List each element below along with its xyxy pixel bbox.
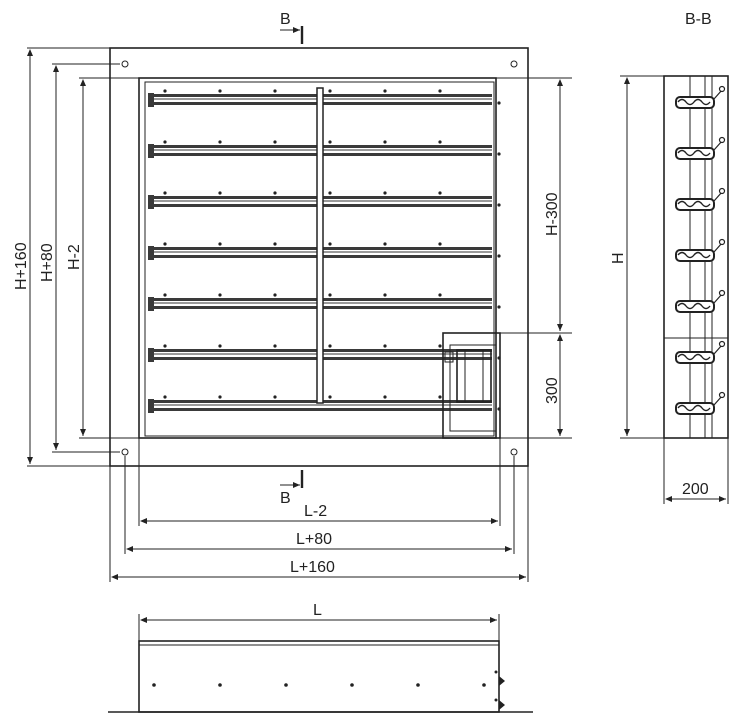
- dim-h300: H-300: [496, 77, 572, 331]
- dim-l2: L-2: [138, 438, 501, 526]
- section-blade-profiles: [675, 85, 726, 415]
- blade-profile: [675, 85, 726, 109]
- dim-l160: L+160: [109, 466, 529, 582]
- blade-profile: [675, 238, 726, 262]
- blade: [148, 344, 501, 362]
- dim-h80-label: H+80: [39, 243, 56, 282]
- outer-flange: [109, 47, 529, 467]
- blade-profile: [675, 187, 726, 211]
- section-view: B-B H 200: [610, 11, 729, 504]
- blade: [148, 293, 501, 311]
- dim-l2-label: L-2: [304, 503, 327, 520]
- bottom-rivets: [152, 670, 498, 702]
- dim-l80-label: L+80: [296, 531, 332, 548]
- dim-l160-label: L+160: [290, 559, 335, 576]
- bottom-housing: [138, 640, 500, 713]
- dim-l-label: L: [313, 602, 322, 619]
- linkage-rod: [316, 87, 324, 404]
- dim-l: L: [138, 602, 500, 641]
- blade: [148, 395, 501, 413]
- dim-300-label: 300: [544, 377, 561, 404]
- dim-h160: H+160: [13, 47, 110, 467]
- dim-h2-label: H-2: [66, 244, 83, 270]
- section-top-label: B: [280, 11, 291, 28]
- blade: [148, 89, 501, 107]
- blade-profile: [675, 289, 726, 313]
- section-view-title: B-B: [685, 11, 712, 28]
- dim-h80: H+80: [39, 63, 120, 453]
- blade-profile: [675, 340, 726, 364]
- dim-h2: H-2: [66, 77, 139, 439]
- dim-h300-label: H-300: [544, 192, 561, 236]
- blade-profile: [675, 391, 726, 415]
- blade: [148, 242, 501, 260]
- dim-300: 300: [500, 332, 572, 439]
- section-housing: [663, 75, 729, 439]
- bottom-view: L: [108, 602, 533, 713]
- dim-200-label: 200: [682, 481, 709, 498]
- blade: [148, 191, 501, 209]
- damper-blades: [148, 89, 501, 413]
- section-marker-bottom: B: [280, 470, 304, 507]
- front-view: B B H+160 H+80 H-2: [13, 11, 572, 582]
- mounting-holes: [121, 60, 518, 456]
- dim-h: H: [610, 75, 664, 439]
- blade: [148, 140, 501, 158]
- blade-profile: [675, 136, 726, 160]
- section-bottom-label: B: [280, 490, 291, 507]
- dim-h160-label: H+160: [13, 242, 30, 290]
- section-marker-top: B: [280, 11, 304, 44]
- inner-frame: [138, 77, 497, 439]
- dim-l80: L+80: [124, 456, 515, 554]
- dim-h-label: H: [610, 252, 627, 264]
- actuator-box: [442, 332, 528, 439]
- dim-200: 200: [663, 438, 729, 504]
